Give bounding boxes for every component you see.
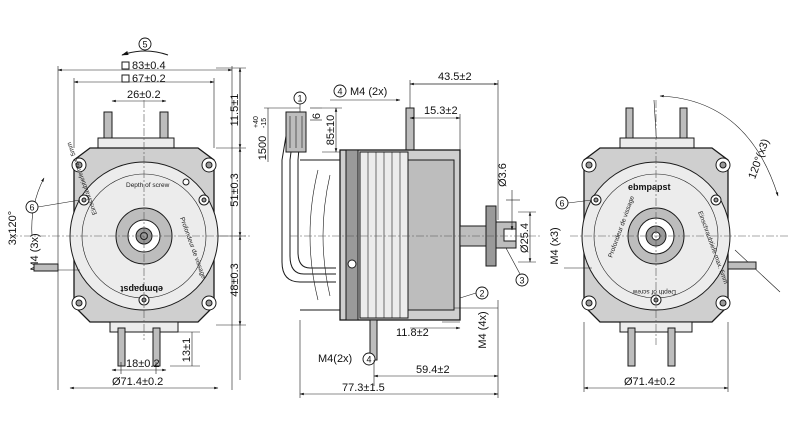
front-bottom-pin-left — [627, 327, 636, 367]
dim-diameter-front: Ø71.4±0.2 — [624, 376, 675, 388]
callout-3 — [515, 273, 529, 287]
side-view: 1 4 M4 (2x) 1500 +40 -15 6 85±10 — [253, 71, 540, 398]
thread-side: M4 (4x) — [477, 311, 489, 348]
dim-height-top: 11.5±1 — [229, 94, 241, 127]
front-corner-screws — [581, 157, 731, 311]
dim-cable-tol-lower: -15 — [261, 118, 268, 128]
dim-85: 85±10 — [325, 115, 337, 146]
brand-logo-mirrored: ebmpapst — [120, 284, 163, 294]
dim-angle-front: 120°(x3) — [746, 137, 772, 180]
dim-bottom-spacing: 18±0.2 — [126, 358, 160, 370]
dim-angle-rear: 3x120° — [7, 211, 19, 245]
dim-59-4: 59.4±2 — [416, 364, 450, 376]
callout-1-label: 1 — [297, 94, 302, 104]
dim-cable-length: 1500 — [257, 136, 269, 160]
callout-3-label: 3 — [519, 276, 524, 286]
callout-5 — [138, 37, 152, 51]
thread-bottom: M4(2x) — [318, 353, 352, 365]
thread-front: M4 (x3) — [549, 227, 561, 264]
callout-4-top — [333, 84, 347, 98]
dim-3-6: Ø3.6 — [497, 163, 509, 187]
front-shaft-stub — [727, 261, 757, 270]
dim-diameter-rear: Ø71.4±0.2 — [112, 376, 163, 388]
callout-6-front-label: 6 — [559, 199, 564, 209]
brand-logo-front: ebmpapst — [628, 182, 671, 192]
front-view: 120°(x3) ebmpapst Profondeur de vissage … — [549, 94, 790, 392]
callout-4-bottom — [362, 352, 376, 366]
shaft-stub — [33, 263, 59, 272]
dim-top-spacing: 26±0.2 — [127, 89, 161, 101]
cable-bundle — [281, 111, 336, 283]
callout-6-rear-label: 6 — [29, 203, 34, 213]
dim-6: 6 — [311, 113, 323, 119]
callout-4-bottom-label: 4 — [366, 355, 371, 365]
plate-text-depth: Depth of screw — [126, 182, 170, 189]
thread-top: M4 (2x) — [350, 86, 387, 98]
dim-25-4: Ø25.4 — [519, 223, 531, 253]
callout-5-label: 5 — [142, 40, 147, 50]
top-stud — [405, 107, 415, 153]
dim-frame-outer: 83±0.4 — [132, 60, 166, 72]
dim-77-3: 77.3±1.5 — [342, 382, 385, 394]
thread-rear: M4 (3x) — [29, 233, 41, 270]
bottom-pin-right — [152, 327, 161, 367]
dim-cable-tol-upper: +40 — [253, 116, 260, 128]
dim-43-5: 43.5±2 — [438, 71, 472, 83]
front-bottom-pin-right — [667, 327, 676, 367]
rear-view: 5 83±0.4 67±0.2 26±0.2 11.5±1 51±0.3 48±… — [7, 37, 250, 390]
callout-4-top-label: 4 — [337, 87, 342, 97]
rear-corner-screws — [71, 157, 217, 311]
bottom-pin-left — [117, 327, 126, 367]
dim-bottom-pin: 13±1 — [181, 338, 193, 362]
rotation-arrow-icon — [121, 50, 169, 56]
dim-frame-inner: 67±0.2 — [132, 73, 166, 85]
dim-height-lower: 48±0.3 — [229, 263, 241, 297]
callout-2-label: 2 — [479, 289, 484, 299]
dim-15-3: 15.3±2 — [424, 105, 458, 117]
dim-11-8: 11.8±2 — [396, 327, 429, 339]
rear-mount-holes — [78, 178, 210, 306]
front-plate-text-depth: Depth of screw — [632, 288, 676, 295]
dim-height-upper: 51±0.3 — [229, 173, 241, 207]
